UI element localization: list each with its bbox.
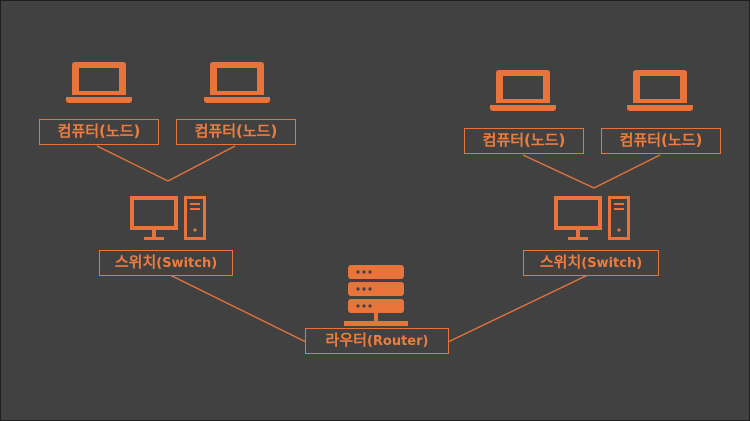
switch-label-en: (Switch) [581, 256, 643, 271]
desktop-computer-icon [554, 196, 630, 240]
switch-label-ko: 스위치 [114, 253, 157, 271]
server-rack-icon [344, 265, 408, 326]
computer-node-label-2: 컴퓨터(노드) [176, 119, 296, 145]
link-switch-right-router [447, 272, 593, 343]
link-computer3-switch-right [522, 154, 595, 189]
switch-label-right: 스위치(Switch) [523, 250, 659, 276]
desktop-computer-icon [130, 196, 206, 240]
router-label: 라우터(Router) [305, 328, 449, 354]
link-computer2-switch-left [167, 145, 236, 182]
switch-label-left: 스위치(Switch) [99, 250, 233, 276]
computer-node-label-1: 컴퓨터(노드) [39, 119, 159, 145]
router-label-en: (Router) [366, 334, 429, 349]
router-label-ko: 라우터 [325, 331, 367, 349]
laptop-icon [490, 70, 556, 111]
laptop-icon [66, 62, 132, 103]
computer-node-label-3: 컴퓨터(노드) [464, 128, 584, 154]
switch-label-en: (Switch) [156, 256, 218, 271]
link-switch-left-router [165, 272, 307, 343]
laptop-icon [627, 70, 693, 111]
computer-node-label-4: 컴퓨터(노드) [601, 128, 721, 154]
link-computer1-switch-left [96, 145, 169, 182]
laptop-icon [204, 62, 270, 103]
switch-label-ko: 스위치 [539, 253, 582, 271]
link-computer4-switch-right [593, 154, 661, 189]
